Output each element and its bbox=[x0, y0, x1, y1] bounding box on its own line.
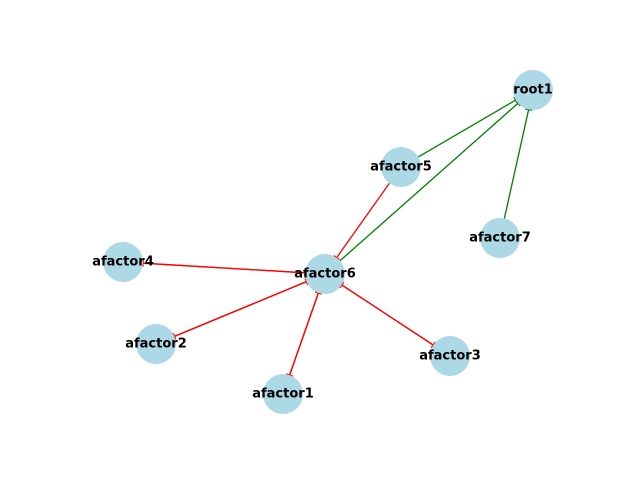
node-circle bbox=[263, 374, 303, 414]
node-label: afactor3 bbox=[419, 349, 481, 364]
node-label: afactor7 bbox=[469, 231, 531, 246]
node-circle bbox=[136, 324, 176, 364]
node-afactor1: afactor1 bbox=[252, 374, 314, 414]
node-afactor4: afactor4 bbox=[92, 242, 154, 282]
node-circle bbox=[513, 70, 553, 110]
node-circle bbox=[480, 218, 520, 258]
node-afactor7: afactor7 bbox=[469, 218, 531, 258]
node-label: afactor6 bbox=[294, 267, 356, 282]
edge-line bbox=[142, 262, 306, 274]
node-label: root1 bbox=[513, 83, 553, 98]
edge-afactor5-to-afactor6 bbox=[333, 182, 390, 261]
node-root1: root1 bbox=[513, 70, 553, 110]
edge-line bbox=[336, 182, 390, 259]
edges-layer bbox=[142, 96, 533, 377]
edge-afactor6-to-root1 bbox=[339, 100, 521, 262]
node-afactor3: afactor3 bbox=[419, 336, 481, 376]
edge-line bbox=[339, 102, 519, 262]
node-label: afactor1 bbox=[252, 387, 314, 402]
node-afactor6: afactor6 bbox=[294, 254, 356, 294]
nodes-layer: root1 afactor5 afactor7 afactor6 afactor4 afa… bbox=[92, 70, 553, 414]
edge-afactor2-to-afactor6 bbox=[174, 278, 309, 337]
edge-line bbox=[288, 292, 320, 376]
edge-end-marker bbox=[333, 255, 340, 261]
node-label: afactor5 bbox=[370, 160, 432, 175]
edge-afactor1-to-afactor6 bbox=[288, 291, 322, 376]
edge-line bbox=[503, 109, 530, 219]
node-afactor2: afactor2 bbox=[125, 324, 187, 364]
edge-end-marker bbox=[515, 100, 521, 107]
node-circle bbox=[103, 242, 143, 282]
edge-end-marker bbox=[339, 281, 345, 289]
node-circle bbox=[305, 254, 345, 294]
edge-line bbox=[174, 281, 307, 337]
edge-line bbox=[417, 99, 517, 158]
node-circle bbox=[381, 147, 421, 187]
edge-afactor4-to-afactor6 bbox=[142, 262, 306, 277]
node-label: afactor2 bbox=[125, 337, 187, 352]
edge-line bbox=[341, 284, 434, 346]
node-label: afactor4 bbox=[92, 255, 154, 270]
node-afactor5: afactor5 bbox=[370, 147, 432, 187]
node-circle bbox=[430, 336, 470, 376]
edge-afactor7-to-root1 bbox=[503, 108, 533, 219]
edge-afactor3-to-afactor6 bbox=[339, 281, 434, 346]
